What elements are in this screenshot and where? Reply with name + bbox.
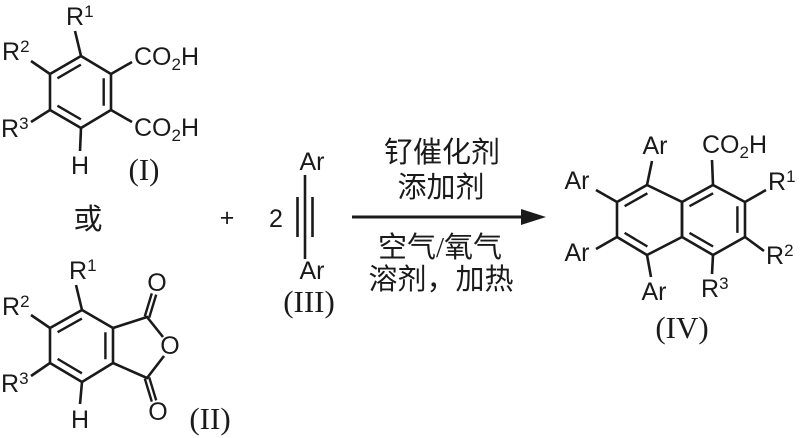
arrow-head [521,209,546,225]
r2-label-I: R2 [2,37,30,66]
reaction-arrow [352,209,546,225]
condition-atmosphere: 空气/氧气 [378,231,502,264]
substituent-bonds-II [30,284,84,405]
oxygen-top-label: O [147,269,166,297]
r2-label-IV: R2 [766,241,794,270]
structure-II: R1 R2 R3 H O O O (II) [1,256,231,436]
plus-sign: + [220,204,235,232]
r2-label-II: R2 [2,292,30,321]
alkyne-coefficient: 2 [269,205,283,233]
co2h-top-label-I: CO2H [134,43,199,74]
benzene-ring-II-double-bonds [56,317,107,375]
r1-label-IV: R1 [768,167,796,196]
co2h-bottom-label-I: CO2H [134,114,199,145]
ar-top-label-III: Ar [300,148,325,176]
ar-left-top-label-IV: Ar [565,167,590,195]
ar-bottom-label-IV: Ar [642,278,667,306]
reaction-conditions: 钌催化剂 添加剂 空气/氧气 溶剂，加热 [368,136,513,296]
h-label-II: H [71,406,89,434]
carbonyl-double-bond-top [143,293,158,318]
r3-label-I: R3 [1,114,29,143]
substituent-bonds-IV [595,159,767,278]
compound-II-label: (II) [189,401,230,436]
compound-I-label: (I) [129,152,160,187]
anhydride-ring-bonds [112,315,166,380]
condition-solvent-heat: 溶剂，加热 [368,263,513,296]
benzene-ring-II [48,308,115,384]
ar-bottom-label-III: Ar [300,257,325,285]
condition-catalyst: 钌催化剂 [384,136,500,169]
oxygen-ring-label: O [160,332,179,360]
r3-label-IV: R3 [701,274,729,303]
structure-I: R1 R2 R3 CO2H CO2H H (I) [1,2,199,187]
benzene-ring-I-double-bonds [56,63,105,121]
ar-top-label-IV: Ar [643,132,668,160]
compound-IV-label: (IV) [655,310,708,345]
structure-IV: Ar CO2H R1 R2 R3 Ar Ar Ar (IV) [565,131,796,345]
alkyne-triple-bond [296,175,314,259]
benzene-ring-I [48,54,113,130]
h-label-I: H [71,152,89,180]
or-label: 或 [73,203,102,236]
naphthalene-left-ring [615,183,684,257]
r1-label-II: R1 [69,256,97,285]
substituent-bonds-I [30,30,133,152]
co2h-label-IV: CO2H [702,131,767,162]
r3-label-II: R3 [1,369,29,398]
condition-additive: 添加剂 [397,171,484,204]
compound-III-label: (III) [283,284,335,319]
structure-III: Ar Ar (III) [283,148,335,319]
oxygen-bottom-label: O [148,398,167,426]
naphthalene-double-bonds [623,192,739,248]
carbonyl-double-bond-bottom [143,377,158,402]
ar-left-bottom-label-IV: Ar [565,239,590,267]
naphthalene-right-ring [680,183,747,257]
r1-label-I: R1 [66,2,94,31]
